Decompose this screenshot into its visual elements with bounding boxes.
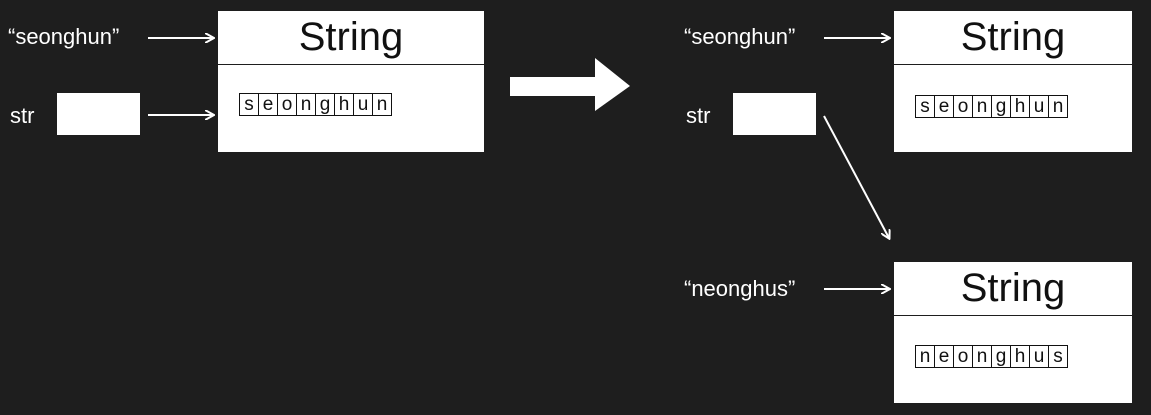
right-str-variable-box [733,93,816,135]
char-cell: n [1049,95,1068,118]
char-cell: e [935,345,954,368]
char-cell: n [916,345,935,368]
left-str-label: str [10,103,35,128]
char-cell: e [259,93,278,116]
left-literal-label: “seonghun” [8,24,120,49]
char-cell: n [373,93,392,116]
right-str-label: str [686,103,711,128]
char-cell: g [992,95,1011,118]
char-cell: e [935,95,954,118]
char-cell: n [297,93,316,116]
right-literal-top-label: “seonghun” [684,24,796,49]
char-cell: h [335,93,354,116]
char-cell: s [1049,345,1068,368]
char-cell: s [916,95,935,118]
char-cell: h [1011,95,1030,118]
right-string-object-top-title: String [894,11,1132,65]
right-str-arrow [823,115,889,238]
char-cell: n [973,345,992,368]
right-literal-bottom-label: “neonghus” [684,276,796,301]
char-cell: g [992,345,1011,368]
char-cell: u [1030,95,1049,118]
right-string-object-bottom-title: String [894,262,1132,316]
transition-arrow-icon [510,58,630,111]
char-cell: g [316,93,335,116]
char-cell: u [354,93,373,116]
char-cell: u [1030,345,1049,368]
left-string-object-title: String [218,11,484,65]
left-str-variable-box [57,93,140,135]
char-cell: n [973,95,992,118]
char-cell: o [954,345,973,368]
char-cell: h [1011,345,1030,368]
char-cell: o [278,93,297,116]
char-cell: o [954,95,973,118]
char-cell: s [240,93,259,116]
